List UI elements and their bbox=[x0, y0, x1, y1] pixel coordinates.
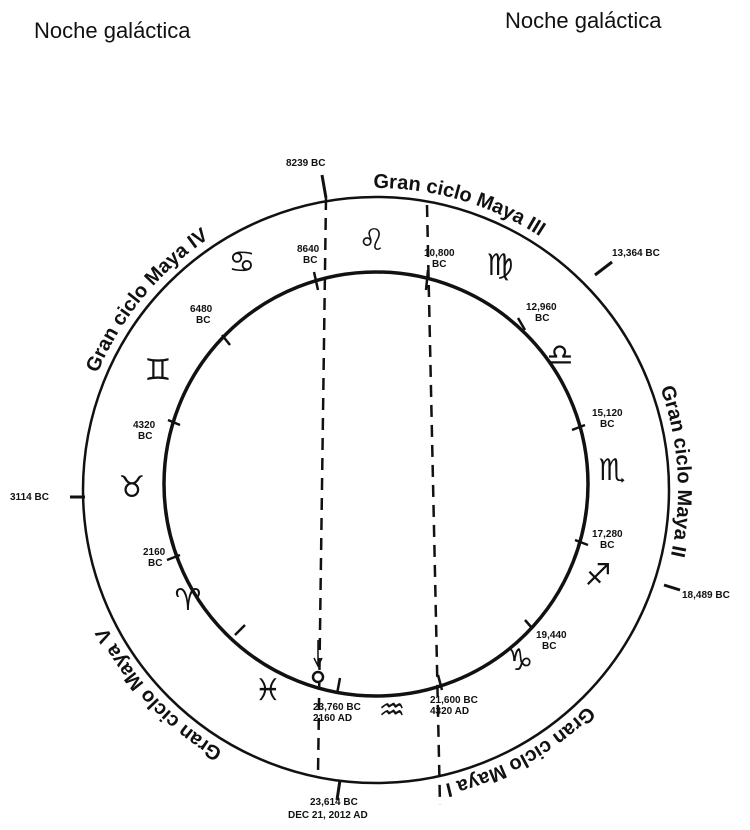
virgo-icon: ♍︎ bbox=[487, 248, 514, 283]
title-right: Noche galáctica bbox=[505, 8, 662, 33]
pisces-icon: ♓︎ bbox=[255, 673, 282, 708]
sun-marker bbox=[311, 640, 325, 684]
scorpio-icon: ♏︎ bbox=[599, 453, 626, 488]
outer-circle bbox=[81, 195, 671, 785]
capricorn-icon: ♑︎ bbox=[507, 643, 534, 678]
aquarius-icon: ♒︎ bbox=[379, 693, 406, 728]
taurus-icon: ♉︎ bbox=[119, 470, 146, 505]
dashed-line-right bbox=[425, 204, 442, 806]
cycle-maya-2: Gran ciclo Maya II bbox=[656, 383, 696, 560]
cancer-icon: ♋︎ bbox=[229, 245, 256, 280]
cycle-maya-5: Gran ciclo Maya V bbox=[91, 624, 225, 765]
cycle-maya-3: Gran ciclo Maya III bbox=[373, 171, 549, 241]
sagittarius-icon: ♐︎ bbox=[585, 558, 612, 593]
outer-ticks bbox=[70, 174, 681, 801]
leo-icon: ♌︎ bbox=[359, 223, 386, 258]
date-8239bc: 8239 BC bbox=[286, 158, 325, 169]
libra-icon: ♎︎ bbox=[547, 338, 574, 373]
date-3114bc: 3114 BC bbox=[10, 492, 49, 503]
inner-circle bbox=[162, 270, 590, 698]
date-18489bc: 18,489 BC bbox=[682, 590, 730, 601]
date-13364bc: 13,364 BC bbox=[612, 248, 660, 259]
inner-ticks bbox=[166, 269, 589, 695]
title-left: Noche galáctica bbox=[34, 18, 191, 43]
gemini-icon: ♊︎ bbox=[145, 353, 172, 388]
aries-icon: ♈︎ bbox=[175, 583, 202, 618]
zodiac-signs: ♌︎ ♍︎ ♎︎ ♏︎ ♐︎ ♑︎ ♒︎ ♓︎ ♈︎ ♉︎ ♊︎ ♋︎ bbox=[119, 223, 626, 728]
date-23614bc: 23,614 BC bbox=[310, 797, 358, 808]
sun-icon bbox=[311, 670, 325, 684]
date-2012ad: DEC 21, 2012 AD bbox=[288, 810, 368, 821]
